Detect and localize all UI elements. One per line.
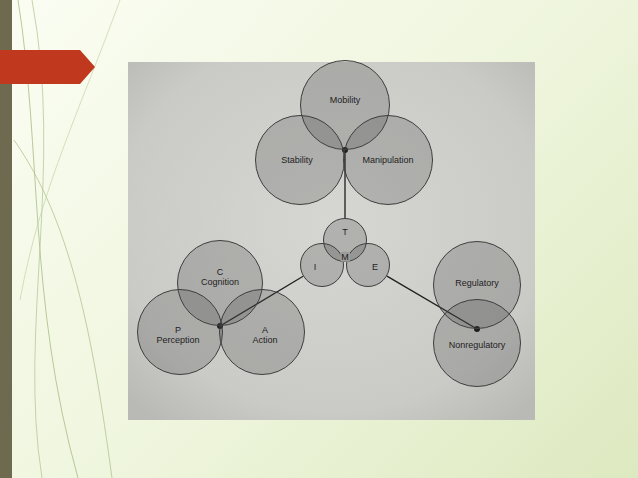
venn-circle bbox=[138, 290, 223, 375]
circle-label: Nonregulatory bbox=[449, 340, 506, 350]
deco-curve bbox=[14, 140, 112, 478]
circle-label: E bbox=[372, 262, 378, 272]
venn-circle bbox=[301, 244, 344, 287]
label-holder: M bbox=[340, 252, 350, 262]
circle-label: Regulatory bbox=[455, 278, 499, 288]
deco-curve bbox=[20, 0, 120, 300]
venn-circle-node: Stability bbox=[255, 115, 345, 205]
venn-circle bbox=[220, 290, 305, 375]
circle-label: C Cognition bbox=[201, 267, 239, 288]
center-label: M bbox=[340, 252, 350, 262]
circle-label: T bbox=[342, 227, 348, 237]
circle-label: Stability bbox=[281, 155, 313, 165]
venn-circle-node: A Action bbox=[219, 289, 305, 375]
circle-label: A Action bbox=[252, 325, 277, 346]
title-arrow bbox=[0, 50, 95, 84]
circle-outline bbox=[346, 243, 390, 287]
venn-circle-node: E bbox=[346, 243, 390, 287]
venn-circle-node: P Perception bbox=[137, 289, 223, 375]
circle-label: Manipulation bbox=[362, 155, 413, 165]
circle-outline bbox=[300, 243, 344, 287]
venn-circle bbox=[347, 244, 390, 287]
venn-circle-node: Nonregulatory bbox=[433, 299, 521, 387]
venn-circle-node: I bbox=[300, 243, 344, 287]
circle-label: I bbox=[314, 262, 317, 272]
circle-label: P Perception bbox=[156, 325, 199, 346]
venn-circle bbox=[256, 116, 345, 205]
venn-circle bbox=[434, 300, 521, 387]
circle-label: Mobility bbox=[330, 95, 361, 105]
venn-circle-node: Manipulation bbox=[343, 115, 433, 205]
venn-circle bbox=[344, 116, 433, 205]
